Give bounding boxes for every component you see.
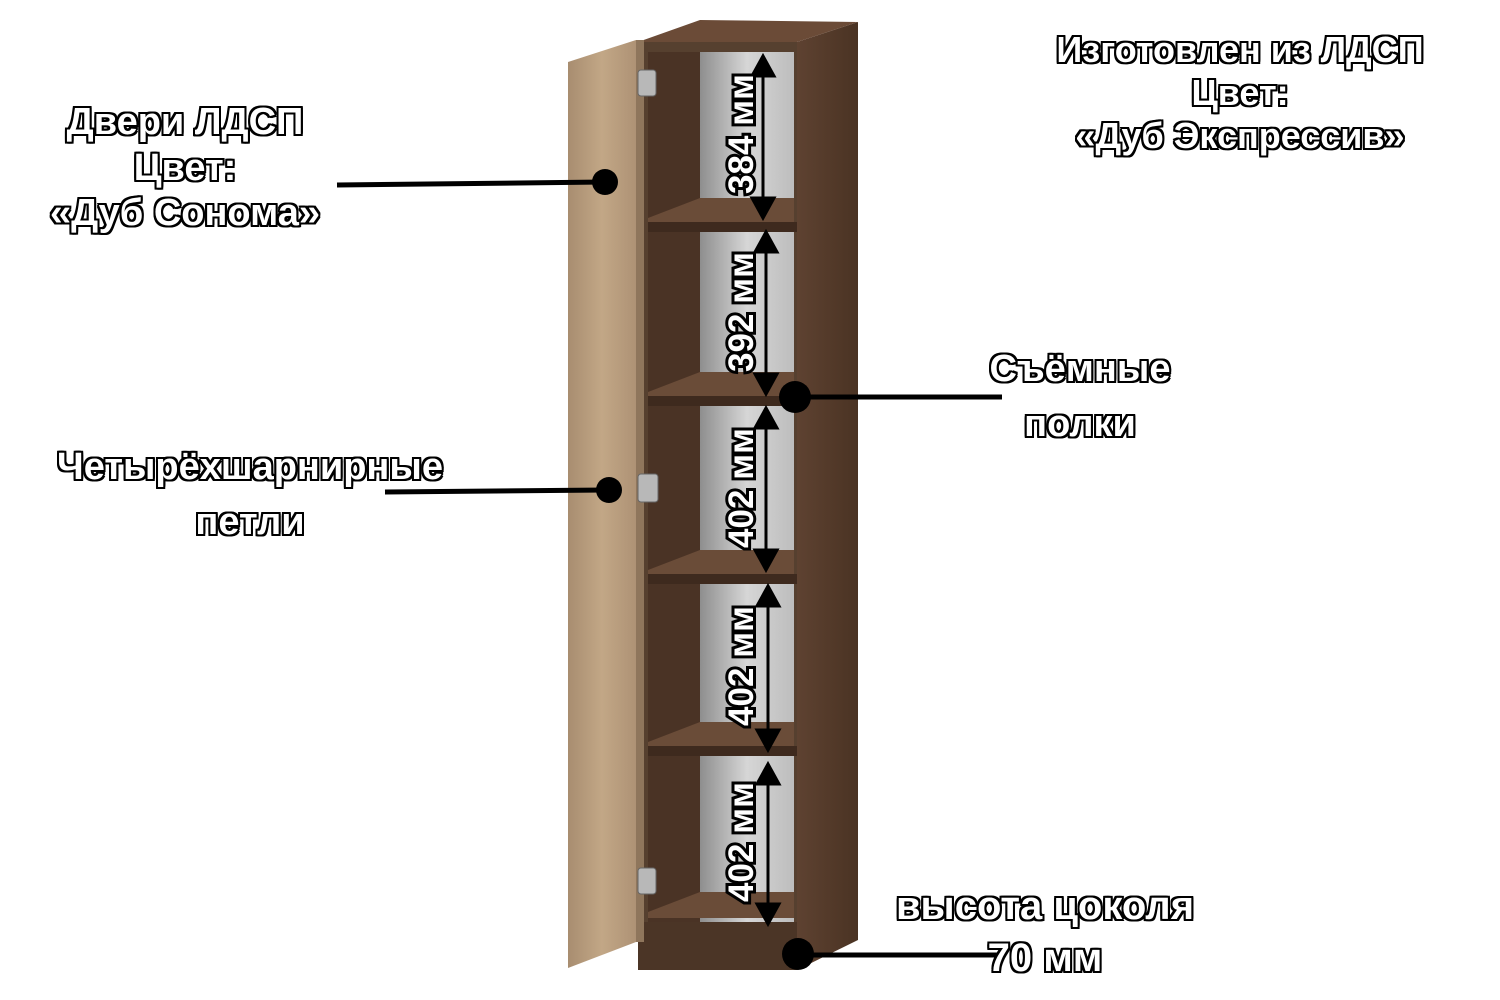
callout-dot-hinges	[596, 477, 622, 503]
material-label-line2: Цвет:	[1191, 72, 1289, 114]
dimension-label-4: 402 мм	[722, 606, 761, 726]
hinge-icon	[637, 69, 657, 97]
callout-dot-shelves	[779, 381, 811, 413]
cabinet-door	[568, 40, 636, 968]
cabinet-back-panel	[700, 52, 794, 922]
dimension-labels: 384 мм 392 мм 402 мм 402 мм 402 мм	[719, 71, 764, 905]
cabinet-top-panel	[638, 20, 858, 42]
plinth	[638, 922, 797, 970]
shelf-edge	[648, 746, 797, 756]
shelves-label: Съёмные полки	[965, 342, 1195, 452]
material-label-line3: «Дуб Экспрессив»	[1075, 115, 1405, 157]
shelf-edge	[648, 396, 797, 406]
hinges-label-line1: Четырёхшарнирные	[57, 446, 443, 488]
shelves	[648, 198, 797, 918]
callout-line-hinges	[384, 487, 607, 495]
shelf-edge	[648, 574, 797, 584]
doors-label-line1: Двери ЛДСП	[66, 101, 304, 143]
bottom-shelf	[648, 892, 794, 918]
hinge-icon	[637, 473, 659, 503]
plinth-label-line1: высота цоколя	[895, 884, 1195, 928]
hinge-icon	[637, 867, 657, 895]
material-label: Изготовлен из ЛДСП Цвет: «Дуб Экспрессив…	[1040, 28, 1440, 158]
dimension-label-1: 384 мм	[722, 74, 761, 194]
callouts	[336, 169, 1005, 970]
cabinet-side-panel	[797, 22, 858, 970]
material-label-line1: Изготовлен из ЛДСП	[1056, 29, 1424, 70]
shelves-label-line2: полки	[1024, 403, 1136, 446]
shelf-edge	[648, 222, 797, 232]
plinth-label-line2: 70 мм	[987, 936, 1103, 980]
doors-label: Двери ЛДСП Цвет: «Дуб Сонома»	[40, 100, 330, 237]
dimension-label-2: 392 мм	[722, 252, 761, 372]
dimension-label-3: 402 мм	[722, 428, 761, 548]
callout-line-doors	[336, 179, 605, 188]
hinges	[637, 69, 659, 895]
doors-label-line3: «Дуб Сонома»	[49, 192, 321, 235]
plinth-label: высота цоколя 70 мм	[880, 880, 1210, 984]
callout-dot-plinth	[782, 938, 814, 970]
hinges-label-line2: петли	[195, 501, 305, 544]
dimension-arrows	[749, 52, 782, 928]
hinges-label: Четырёхшарнирные петли	[30, 440, 470, 550]
doors-label-line2: Цвет:	[133, 146, 237, 189]
callout-dot-doors	[592, 169, 618, 195]
dimension-label-5: 402 мм	[722, 782, 761, 902]
shelves-label-line1: Съёмные	[989, 348, 1171, 390]
